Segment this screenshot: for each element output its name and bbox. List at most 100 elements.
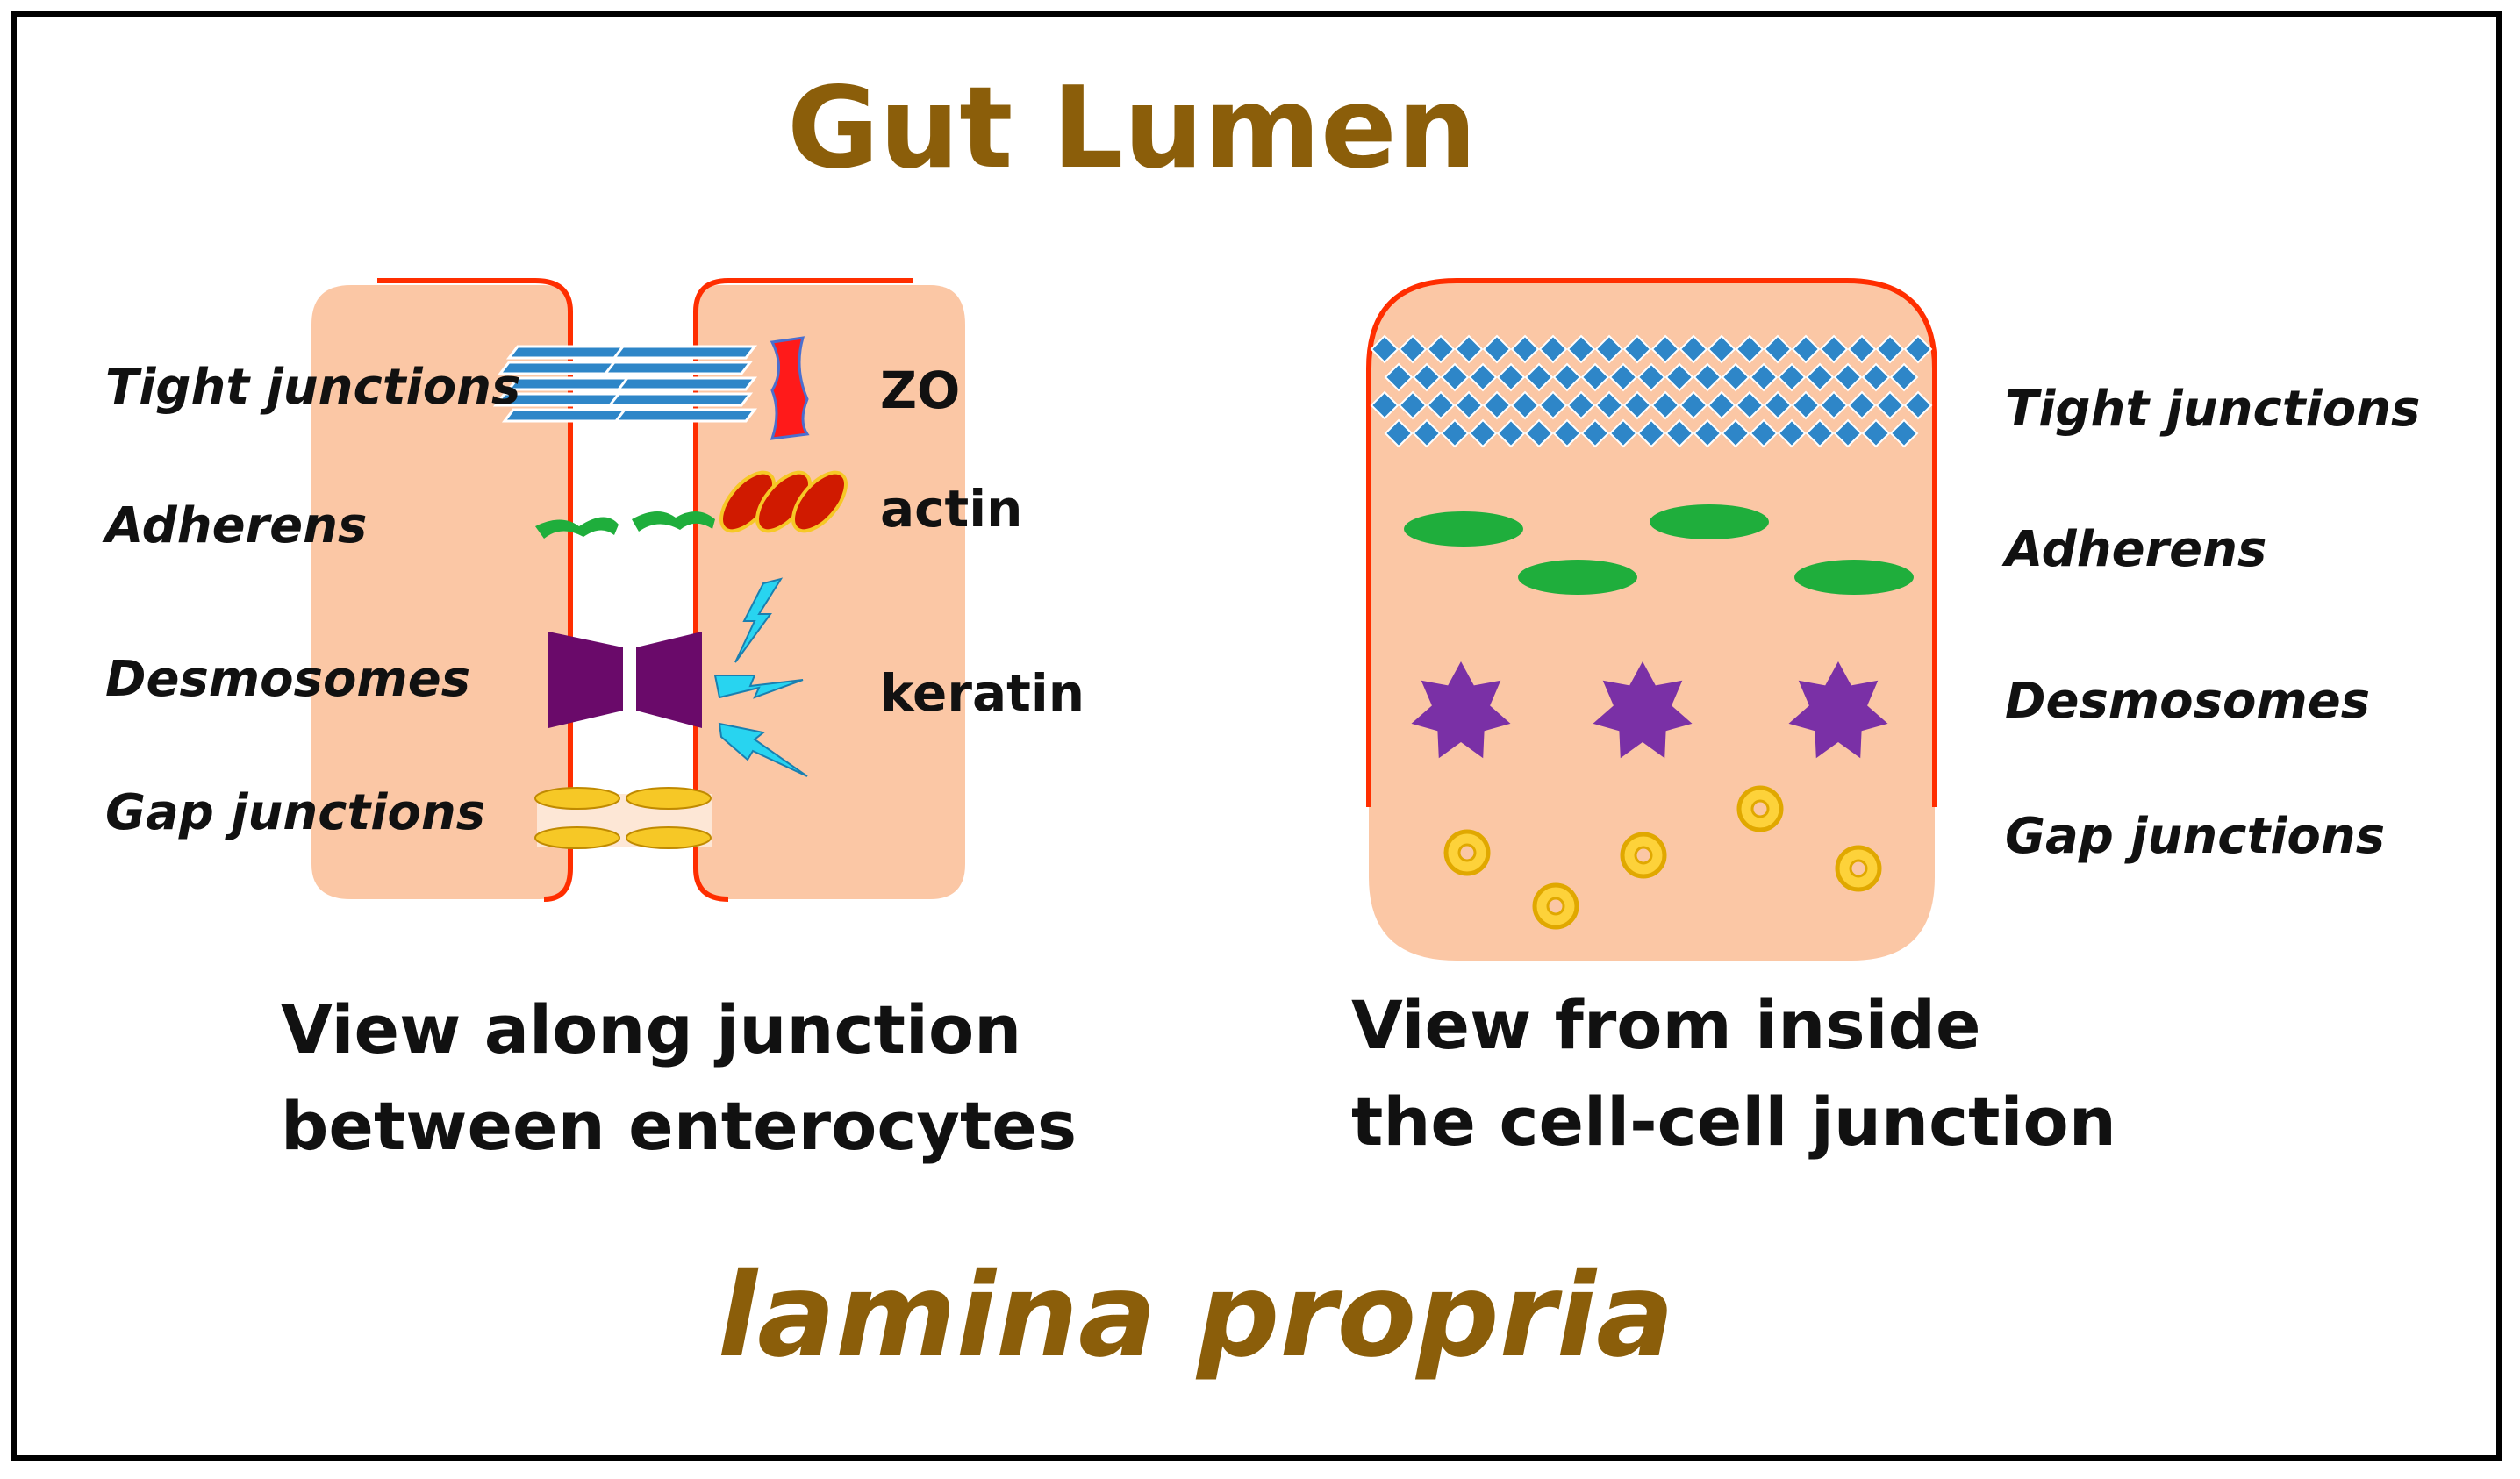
tight-junction-diamond — [1903, 334, 1933, 364]
tight-junction-diamond — [1580, 362, 1610, 392]
right-label-gap-junctions: Gap junctions — [2005, 808, 2385, 865]
tight-junction-diamond — [1594, 390, 1624, 420]
gap-junction-connexons — [534, 787, 712, 849]
adherens-plaques — [1404, 504, 1914, 595]
desmosome-star — [1411, 661, 1511, 759]
tight-junction-diamond — [1510, 390, 1540, 420]
actin-label: actin — [880, 479, 1022, 539]
tight-junction-diamond — [1777, 362, 1807, 392]
tight-junction-strands — [492, 345, 758, 423]
tight-junction-diamond — [1693, 418, 1722, 448]
tight-junction-diamond — [1538, 390, 1568, 420]
tight-junction-diamond — [1819, 390, 1849, 420]
tight-junction-diamond — [1636, 362, 1666, 392]
gut-lumen-title: Gut Lumen — [787, 63, 1477, 194]
tight-junction-diamond — [1426, 390, 1456, 420]
tight-junction-diamond — [1608, 362, 1638, 392]
desmosome-star — [1788, 661, 1888, 759]
tight-junction-diamond — [1833, 362, 1863, 392]
tight-junction-diamond — [1552, 418, 1582, 448]
tight-junction-diamond — [1735, 334, 1765, 364]
tight-junction-diamond — [1707, 334, 1736, 364]
desmosome-star — [1593, 661, 1693, 759]
tight-junction-diamond — [1482, 334, 1512, 364]
tight-junction-diamond — [1903, 390, 1933, 420]
tight-junction-diamond — [1889, 418, 1919, 448]
tight-junction-diamond — [1636, 418, 1666, 448]
tight-junction-diamond — [1833, 418, 1863, 448]
tight-junction-diamond — [1735, 390, 1765, 420]
tight-junction-diamond — [1580, 418, 1610, 448]
zo-protein-shape — [770, 336, 810, 440]
left-caption-line1: View along junction — [281, 990, 1021, 1068]
tight-junction-diamond — [1650, 390, 1680, 420]
tight-junction-diamond — [1594, 334, 1624, 364]
tight-junction-diamond — [1861, 418, 1891, 448]
right-label-desmosomes: Desmosomes — [2005, 673, 2370, 730]
left-label-adherens: Adherens — [102, 497, 367, 554]
tight-junction-diamond — [1440, 362, 1470, 392]
tight-junction-diamond — [1721, 362, 1750, 392]
tight-junction-diamond — [1496, 418, 1526, 448]
zo-label: ZO — [880, 361, 960, 420]
tight-junction-diamond — [1524, 362, 1554, 392]
tight-junction-diamond — [1622, 334, 1652, 364]
right-label-adherens: Adherens — [2001, 521, 2266, 578]
tight-junction-diamond — [1875, 390, 1905, 420]
tight-junction-lattice — [1370, 334, 1933, 448]
right-label-tight-junctions: Tight junctions — [2005, 381, 2420, 438]
tight-junction-diamond — [1805, 418, 1835, 448]
tight-junction-diamond — [1664, 418, 1694, 448]
tight-junction-diamond — [1679, 390, 1708, 420]
adherens-strands — [535, 511, 715, 539]
tight-junction-diamond — [1468, 418, 1498, 448]
tight-junction-diamond — [1510, 334, 1540, 364]
actin-filaments — [719, 470, 848, 533]
tight-junction-diamond — [1847, 334, 1877, 364]
gap-junction-pores — [1457, 799, 1868, 916]
right-caption-line2: the cell-cell junction — [1351, 1082, 2116, 1161]
tight-junction-diamond — [1679, 334, 1708, 364]
tight-junction-diamond — [1650, 334, 1680, 364]
tight-junction-diamond — [1791, 334, 1821, 364]
lamina-propria-label: lamina propria — [718, 1248, 1674, 1383]
tight-junction-diamond — [1566, 334, 1596, 364]
tight-junction-diamond — [1370, 390, 1400, 420]
tight-junction-diamond — [1763, 390, 1793, 420]
right-caption-line1: View from inside — [1351, 986, 1981, 1064]
tight-junction-diamond — [1426, 334, 1456, 364]
left-caption-line2: between enterocytes — [281, 1087, 1077, 1165]
keratin-filaments — [713, 577, 808, 777]
tight-junction-diamond — [1398, 390, 1428, 420]
tight-junction-diamond — [1482, 390, 1512, 420]
tight-junction-diamond — [1749, 418, 1779, 448]
tight-junction-diamond — [1693, 362, 1722, 392]
left-label-tight-junctions: Tight junctions — [105, 359, 520, 416]
tight-junction-diamond — [1384, 418, 1414, 448]
desmosome-plaques — [548, 632, 702, 728]
tight-junction-diamond — [1384, 362, 1414, 392]
tight-junction-diamond — [1370, 334, 1400, 364]
tight-junction-diamond — [1777, 418, 1807, 448]
tight-junction-diamond — [1538, 334, 1568, 364]
desmosome-stars — [1411, 661, 1888, 759]
left-enterocyte — [311, 278, 573, 902]
tight-junction-diamond — [1889, 362, 1919, 392]
tight-junction-diamond — [1749, 362, 1779, 392]
diagram-frame — [11, 11, 2502, 1461]
tight-junction-diamond — [1412, 418, 1442, 448]
tight-junction-diamond — [1847, 390, 1877, 420]
junction-face-cell — [1366, 278, 1937, 961]
tight-junction-diamond — [1608, 418, 1638, 448]
tight-junction-diamond — [1454, 334, 1484, 364]
tight-junction-diamond — [1398, 334, 1428, 364]
tight-junction-diamond — [1721, 418, 1750, 448]
tight-junction-diamond — [1412, 362, 1442, 392]
tight-junction-diamond — [1763, 334, 1793, 364]
tight-junction-diamond — [1861, 362, 1891, 392]
tight-junction-diamond — [1440, 418, 1470, 448]
tight-junction-diamond — [1454, 390, 1484, 420]
tight-junction-diamond — [1819, 334, 1849, 364]
tight-junction-diamond — [1524, 418, 1554, 448]
